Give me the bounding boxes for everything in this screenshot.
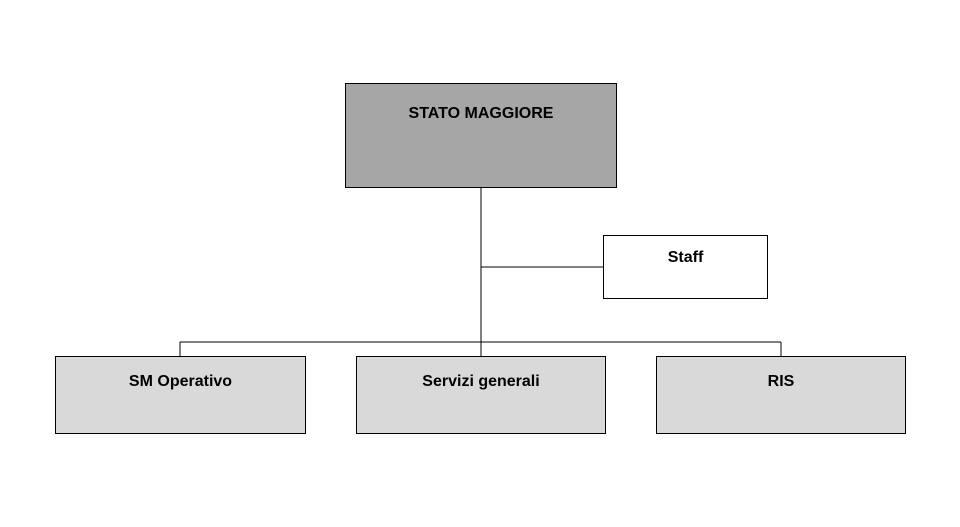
node-sm-operativo-label: SM Operativo — [128, 373, 233, 390]
node-ris: RIS — [656, 356, 906, 434]
node-ris-label: RIS — [767, 373, 795, 390]
node-servizi-generali-label: Servizi generali — [422, 373, 540, 390]
node-staff-label: Staff — [667, 249, 704, 266]
node-sm-operativo: SM Operativo — [55, 356, 306, 434]
node-stato-maggiore: STATO MAGGIORE — [345, 83, 617, 188]
node-staff: Staff — [603, 235, 768, 299]
node-servizi-generali: Servizi generali — [356, 356, 606, 434]
node-stato-maggiore-label: STATO MAGGIORE — [408, 105, 554, 122]
